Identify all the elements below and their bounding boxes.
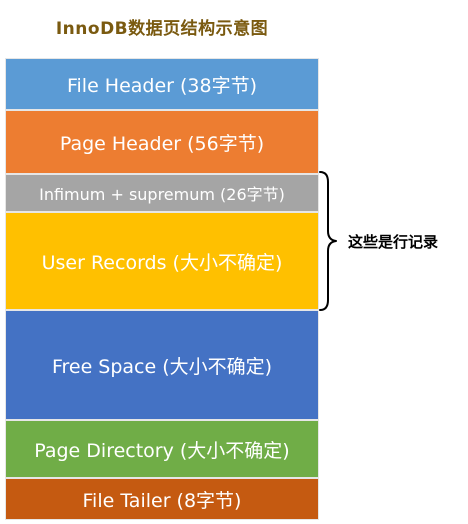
- block-page-directory-label: Page Directory (大小不确定): [34, 439, 290, 462]
- block-file-tailer-label: File Tailer (8字节): [82, 489, 242, 512]
- block-free-space: Free Space (大小不确定): [5, 310, 319, 420]
- block-infimum-supremum-label: Infimum + supremum (26字节): [39, 185, 285, 204]
- block-infimum-supremum: Infimum + supremum (26字节): [5, 174, 319, 212]
- block-user-records: User Records (大小不确定): [5, 212, 319, 310]
- right-brace-icon: [319, 171, 337, 311]
- row-records-annotation: 这些是行记录: [348, 233, 439, 251]
- block-file-header-label: File Header (38字节): [66, 74, 258, 97]
- block-page-directory: Page Directory (大小不确定): [5, 420, 319, 478]
- diagram-title: InnoDB数据页结构示意图: [55, 19, 269, 39]
- block-page-header: Page Header (56字节): [5, 110, 319, 174]
- block-user-records-label: User Records (大小不确定): [41, 251, 283, 274]
- block-page-header-label: Page Header (56字节): [59, 132, 265, 155]
- block-file-tailer: File Tailer (8字节): [5, 478, 319, 520]
- block-file-header: File Header (38字节): [5, 58, 319, 110]
- block-free-space-label: Free Space (大小不确定): [51, 355, 273, 378]
